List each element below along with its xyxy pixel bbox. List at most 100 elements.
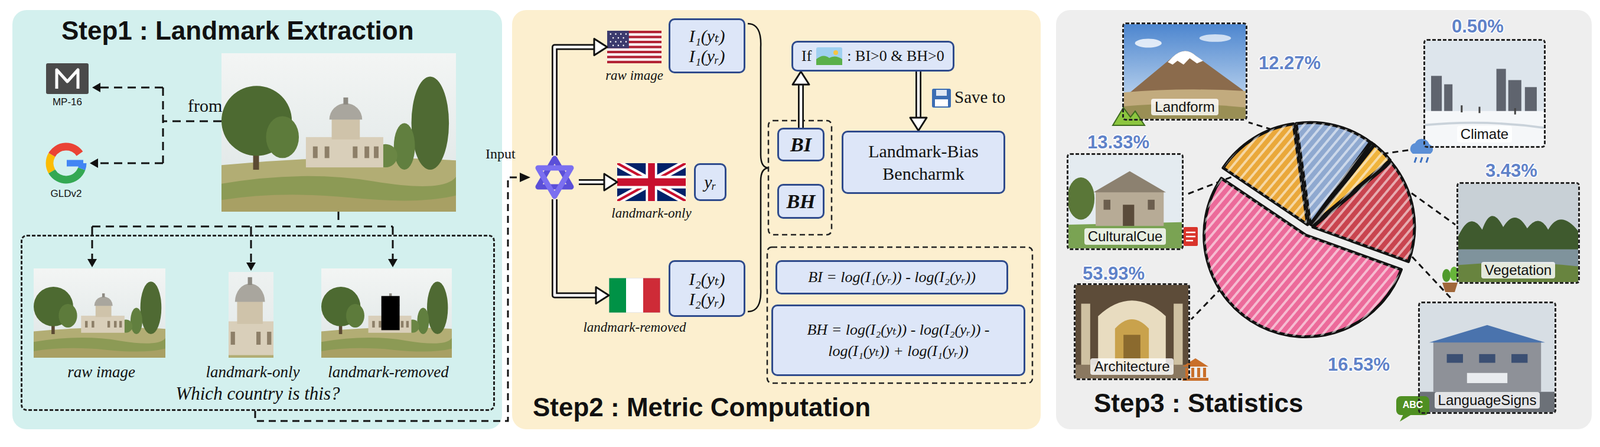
language-photo xyxy=(1419,302,1555,412)
free-label: GLDv2 xyxy=(50,187,83,200)
image-caption: raw image xyxy=(67,362,136,381)
condition-box: If: BI>0 & BH>0 xyxy=(791,40,955,72)
text-holder: MP-16 xyxy=(52,96,83,109)
vegetation-icon xyxy=(1442,266,1459,292)
landform-icon xyxy=(1112,107,1145,126)
vegetation-photo xyxy=(1458,183,1579,282)
mp16-logo xyxy=(46,63,89,94)
category-label: Climate xyxy=(1457,125,1512,143)
category-frame: Architecture53.93% xyxy=(1073,282,1191,380)
arrowhead xyxy=(604,173,618,191)
image-landmark-removed: landmark-removed xyxy=(323,269,454,360)
model-icon: Input xyxy=(530,155,579,200)
connector xyxy=(554,38,608,156)
cultural-photo xyxy=(1067,154,1182,249)
flag-uk: landmark-only xyxy=(617,163,686,201)
italy-flag xyxy=(608,277,661,313)
dataset-icons xyxy=(46,63,89,180)
connector-outline xyxy=(797,82,804,128)
raw-photo xyxy=(33,268,166,358)
free-label: MP-16 xyxy=(52,96,83,109)
landmark-photo xyxy=(221,53,456,212)
language-icon xyxy=(1396,395,1430,422)
panel-ground xyxy=(512,10,1041,429)
text-holder: Which country is this? xyxy=(22,382,494,404)
benchmark-text: Landmark-Bias Bencharmk xyxy=(850,139,997,185)
cultural-icon xyxy=(1183,226,1198,246)
free-label: Save to xyxy=(954,87,1006,107)
connector-outline xyxy=(554,47,596,156)
metric-box: BH xyxy=(777,183,825,219)
google-logo xyxy=(49,146,84,180)
arrowhead xyxy=(595,287,609,304)
connector-outline xyxy=(915,71,922,120)
category-label: Landform xyxy=(1151,98,1218,116)
text-holder: Step1 : Landmark Extraction xyxy=(61,15,415,46)
text-holder: Vegetation xyxy=(1458,261,1579,279)
category-label: Architecture xyxy=(1090,357,1173,375)
text-holder: LanguageSigns xyxy=(1419,391,1555,409)
landmark-removed-photo xyxy=(321,268,452,358)
step-panel: Step2 : Metric Computation Input raw image… xyxy=(512,10,1041,429)
panel-heading: Step2 : Metric Computation xyxy=(532,392,871,422)
architecture-icon xyxy=(1182,357,1209,381)
arrowhead xyxy=(910,117,927,131)
free-label: from xyxy=(187,95,223,116)
arrowhead xyxy=(792,71,810,85)
text-holder: 16.53% xyxy=(1327,353,1390,376)
extraction-lines xyxy=(92,87,393,264)
category-frame: Vegetation3.43% xyxy=(1456,181,1580,284)
category-frame: CulturalCue13.33% xyxy=(1066,152,1184,250)
connector-inner xyxy=(578,180,606,184)
category-frame: LanguageSigns16.53% xyxy=(1418,301,1557,414)
image-caption: landmark-removed xyxy=(327,362,449,381)
category-percentage: 3.43% xyxy=(1485,160,1538,182)
connector-inner xyxy=(799,82,803,128)
image-caption: landmark-only xyxy=(611,205,692,221)
flag-us: raw image xyxy=(607,30,662,64)
panel-ground xyxy=(1056,10,1592,429)
us-flag xyxy=(607,30,662,64)
text-holder: Save to xyxy=(954,87,1006,107)
text-holder: Step2 : Metric Computation xyxy=(532,392,871,422)
panel-ground xyxy=(12,10,503,429)
text-holder: landmark-only xyxy=(206,362,301,381)
panel-heading: Step3 : Statistics xyxy=(1093,388,1304,418)
pie-hatching xyxy=(1204,122,1415,337)
text-holder: 13.33% xyxy=(1087,131,1150,153)
text-holder: 53.93% xyxy=(1082,262,1145,285)
text-holder: CulturalCue xyxy=(1068,227,1182,245)
formula-group-outline xyxy=(767,246,1033,383)
image-caption: landmark-removed xyxy=(582,319,686,335)
input-label: Input xyxy=(485,145,516,162)
text-holder: landmark-removed xyxy=(582,319,686,335)
save-icon xyxy=(932,88,951,108)
category-percentage: 16.53% xyxy=(1327,353,1390,376)
merge-brace xyxy=(747,23,769,312)
text-holder: 3.43% xyxy=(1485,160,1538,182)
text-holder: Climate xyxy=(1425,125,1544,143)
step-panel: Step3 : StatisticsLandform12.27%Climate0… xyxy=(1056,10,1592,429)
question-box: Which country is this?raw image landmark-… xyxy=(20,234,495,411)
category-percentage: 0.50% xyxy=(1451,15,1504,38)
box-text: yᵣ xyxy=(704,171,717,192)
image-landmark-only: landmark-only xyxy=(230,273,276,360)
uk-flag xyxy=(617,163,686,201)
text-holder: ABC xyxy=(1402,399,1424,410)
metric-group-outline xyxy=(768,120,832,235)
category-label: CulturalCue xyxy=(1084,227,1167,245)
arrowhead xyxy=(594,38,608,56)
connector-inner xyxy=(917,71,921,120)
category-frame: Landform12.27% xyxy=(1122,22,1248,121)
flag-italy: landmark-removed xyxy=(608,277,661,313)
box-text: I₁(yₜ) xyxy=(688,25,725,47)
category-frame: Climate0.50% xyxy=(1423,38,1546,148)
mp16-logo-mark xyxy=(56,69,78,89)
step-panel: Step1 : Landmark ExtractionWhich country… xyxy=(12,10,503,429)
text-holder: 0.50% xyxy=(1451,15,1504,38)
connector xyxy=(554,199,609,304)
connector xyxy=(578,173,618,191)
panel-heading: Step1 : Landmark Extraction xyxy=(61,15,415,46)
formula-text: BI = log(I₁(yᵣ)) - log(I₂(yᵣ)) xyxy=(807,266,976,288)
free-label: ABC xyxy=(1402,399,1424,410)
